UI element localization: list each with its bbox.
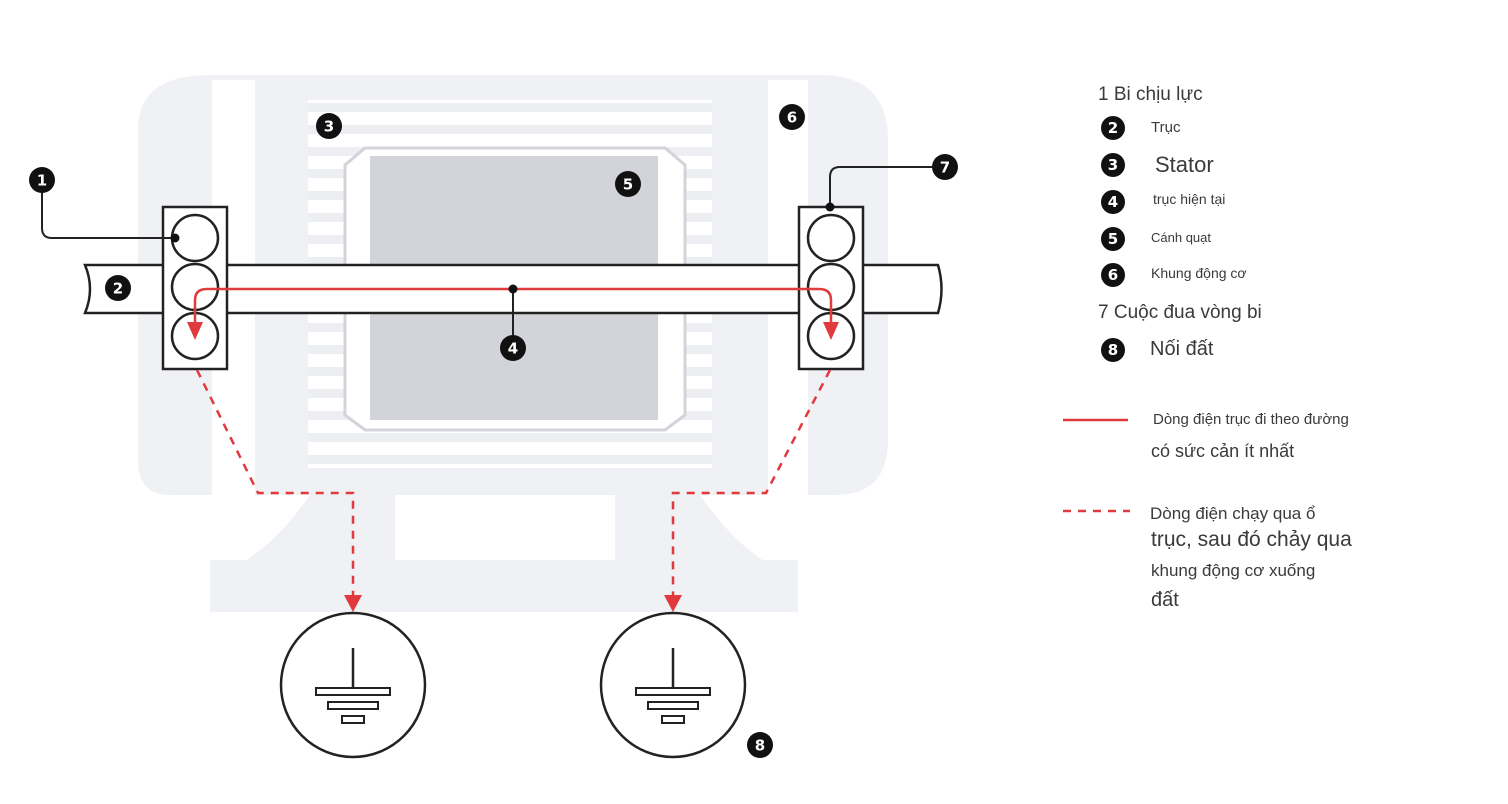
legend-item-label: Stator	[1155, 152, 1214, 177]
leader-dot	[825, 202, 835, 212]
ground-bar	[327, 701, 379, 710]
motor-base	[210, 560, 798, 612]
ground-current-line-right	[671, 369, 832, 598]
legend-item: 3 Stator	[1101, 152, 1214, 177]
legend-item-label: Cánh quạt	[1151, 230, 1211, 245]
current-arrow-right	[823, 322, 839, 340]
legend-item: 6 Khung động cơ	[1101, 263, 1247, 287]
callout-7-number: 7	[940, 159, 950, 177]
callout-8: 8	[747, 732, 773, 758]
lamination-stripe	[308, 455, 712, 464]
lamination-stripe	[308, 433, 712, 442]
callout-2-number: 2	[113, 280, 123, 298]
ground-current-line-left	[195, 369, 355, 598]
legend-item: 2 Trục	[1101, 116, 1181, 140]
legend: 1 Bi chịu lực 2 Trục 3 Stator 4 trục hiệ…	[1063, 84, 1352, 611]
legend-dashed-line-text: Dòng điện chạy qua ổ	[1150, 504, 1315, 523]
legend-item-label: Khung động cơ	[1151, 265, 1247, 281]
legend-solid-line-text: Dòng điện trục đi theo đường	[1153, 411, 1349, 428]
callout-6: 6	[779, 104, 805, 130]
ground-bar	[341, 715, 365, 724]
ground-bar	[661, 715, 685, 724]
leader-dot	[508, 284, 518, 294]
legend-item-label: Nối đất	[1150, 338, 1214, 360]
legend-badge	[1101, 153, 1125, 177]
legend-item-label: Trục	[1151, 119, 1181, 136]
legend-solid-line-text: có sức cản ít nhất	[1151, 441, 1294, 461]
legend-item-label: 7 Cuộc đua vòng bi	[1098, 302, 1262, 323]
legend-badge-number: 8	[1108, 341, 1118, 359]
legend-badge	[1101, 116, 1125, 140]
leader-lines	[41, 166, 945, 348]
legend-badge	[1101, 190, 1125, 214]
legend-item-label: trục hiện tại	[1153, 191, 1225, 207]
lamination-stripe	[308, 103, 712, 112]
legend-item: 5 Cánh quạt	[1101, 227, 1211, 251]
callout-3-number: 3	[324, 118, 334, 136]
callout-3: 3	[316, 113, 342, 139]
legend-item-label: 1 Bi chịu lực	[1098, 84, 1203, 105]
current-arrow-left	[187, 322, 203, 340]
legend-dashed-line-text: đất	[1151, 589, 1179, 611]
legend-item: 4 trục hiện tại	[1101, 190, 1225, 214]
legend-badge	[1101, 227, 1125, 251]
callout-4: 4	[500, 335, 526, 361]
callout-6-number: 6	[787, 109, 797, 127]
ground-bar	[647, 701, 699, 710]
ground-symbol-left	[279, 611, 427, 759]
callout-5: 5	[615, 171, 641, 197]
leader-bearing	[41, 180, 175, 239]
legend-dashed-line-text: trục, sau đó chảy qua	[1151, 528, 1352, 551]
legend-badge-number: 4	[1108, 193, 1118, 211]
legend-badge-number: 2	[1108, 119, 1118, 137]
callout-8-number: 8	[755, 737, 765, 755]
motor-base-left-foot	[210, 495, 395, 578]
ground-current-path	[195, 369, 832, 612]
callout-2: 2	[105, 275, 131, 301]
legend-badge	[1101, 338, 1125, 362]
callout-7: 7	[932, 154, 958, 180]
callout-4-number: 4	[508, 340, 518, 358]
legend-badge	[1101, 263, 1125, 287]
bearing-ball	[806, 213, 856, 263]
ground-bar	[635, 687, 711, 696]
ground-symbol-right	[599, 611, 747, 759]
lamination-stripe	[308, 125, 712, 134]
legend-item: 8 Nối đất	[1101, 338, 1214, 362]
legend-dashed-line-text: khung động cơ xuống	[1151, 561, 1315, 580]
callout-5-number: 5	[623, 176, 633, 194]
ground-arrow-right	[664, 595, 682, 612]
legend-badge-number: 6	[1108, 266, 1118, 284]
ground-bar	[315, 687, 391, 696]
leader-bearing-race	[829, 166, 945, 207]
callout-1-number: 1	[37, 172, 47, 190]
callout-1: 1	[29, 167, 55, 193]
ground-arrow-left	[344, 595, 362, 612]
leader-dot	[170, 233, 180, 243]
legend-badge-number: 5	[1108, 230, 1118, 248]
motor-base-right-foot	[615, 495, 798, 578]
legend-badge-number: 3	[1108, 156, 1118, 174]
